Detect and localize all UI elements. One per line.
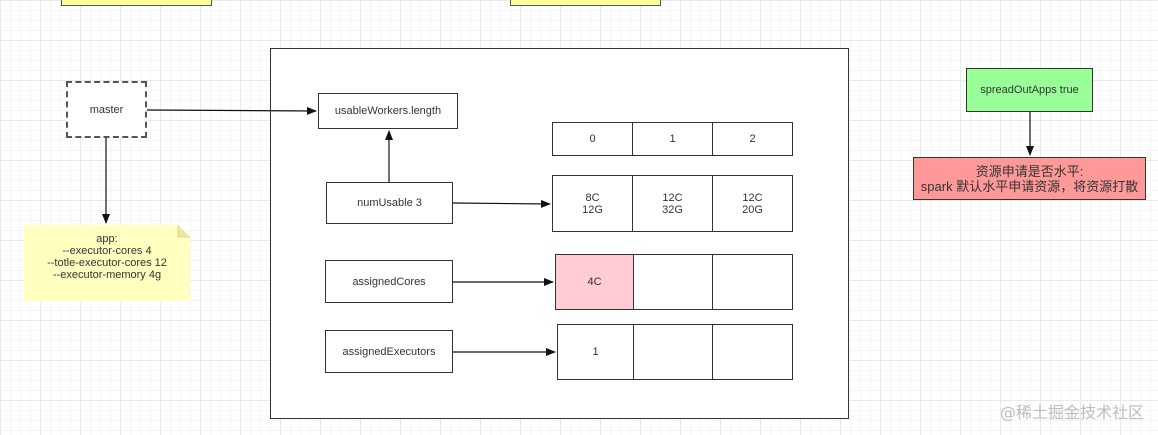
spread-description-box[interactable]: 资源申请是否水平: spark 默认水平申请资源，将资源打散 — [913, 157, 1146, 200]
assigned-cores-value: 4C — [587, 276, 602, 288]
top-note-left — [61, 0, 212, 6]
assigned-cores-label: assignedCores — [352, 275, 426, 288]
watermark: @稀土掘金技术社区 — [999, 403, 1144, 422]
index-label: 1 — [669, 133, 676, 145]
index-cell[interactable]: 1 — [632, 122, 713, 156]
worker-resource-cell[interactable]: 12C 32G — [632, 175, 713, 232]
app-note-line: --executor-cores 4 — [62, 245, 152, 257]
app-note-line: --totle-executor-cores 12 — [47, 257, 167, 269]
assigned-cores-box[interactable]: assignedCores — [325, 260, 453, 303]
worker-cores: 12C — [662, 191, 683, 204]
worker-mem: 32G — [662, 203, 683, 216]
worker-resource-cell[interactable]: 12C 20G — [712, 175, 793, 232]
master-node[interactable]: master — [66, 81, 147, 138]
assigned-executors-value: 1 — [592, 346, 599, 358]
master-label: master — [89, 103, 124, 116]
top-note-right — [510, 0, 661, 6]
spread-desc-line: spark 默认水平申请资源，将资源打散 — [920, 178, 1139, 194]
index-cell[interactable]: 0 — [552, 122, 633, 156]
index-label: 2 — [749, 133, 756, 145]
spread-out-apps-label: spreadOutApps true — [980, 84, 1079, 96]
spread-desc-line: 资源申请是否水平: — [975, 163, 1084, 179]
assigned-cores-cell[interactable] — [633, 254, 713, 310]
index-cell[interactable]: 2 — [712, 122, 793, 156]
assigned-executors-cell[interactable] — [633, 324, 713, 380]
arrow-master-to-usable — [146, 106, 317, 115]
worker-cores: 8C — [585, 191, 600, 204]
worker-resource-cell[interactable]: 8C 12G — [552, 175, 633, 232]
worker-mem: 20G — [742, 203, 763, 216]
app-note: app: --executor-cores 4 --totle-executor… — [24, 225, 190, 301]
num-usable-box[interactable]: numUsable 3 — [326, 182, 453, 224]
app-note-line: --executor-memory 4g — [52, 269, 162, 281]
usable-workers-label: usableWorkers.length — [334, 105, 442, 117]
num-usable-label: numUsable 3 — [357, 197, 422, 209]
worker-mem: 12G — [582, 203, 603, 216]
assigned-executors-cell[interactable] — [712, 324, 793, 380]
assigned-cores-cell[interactable]: 4C — [555, 254, 634, 310]
app-note-line: app: — [96, 233, 118, 245]
usable-workers-box[interactable]: usableWorkers.length — [318, 93, 458, 129]
worker-cores: 12C — [742, 191, 763, 204]
assigned-executors-label: assignedExecutors — [342, 345, 436, 358]
index-label: 0 — [589, 133, 596, 145]
spread-out-apps-box[interactable]: spreadOutApps true — [966, 68, 1093, 112]
assigned-cores-cell[interactable] — [712, 254, 793, 310]
note-shape — [24, 225, 190, 301]
arrow-numusable-to-workers — [452, 199, 551, 208]
assigned-executors-box[interactable]: assignedExecutors — [325, 330, 453, 373]
